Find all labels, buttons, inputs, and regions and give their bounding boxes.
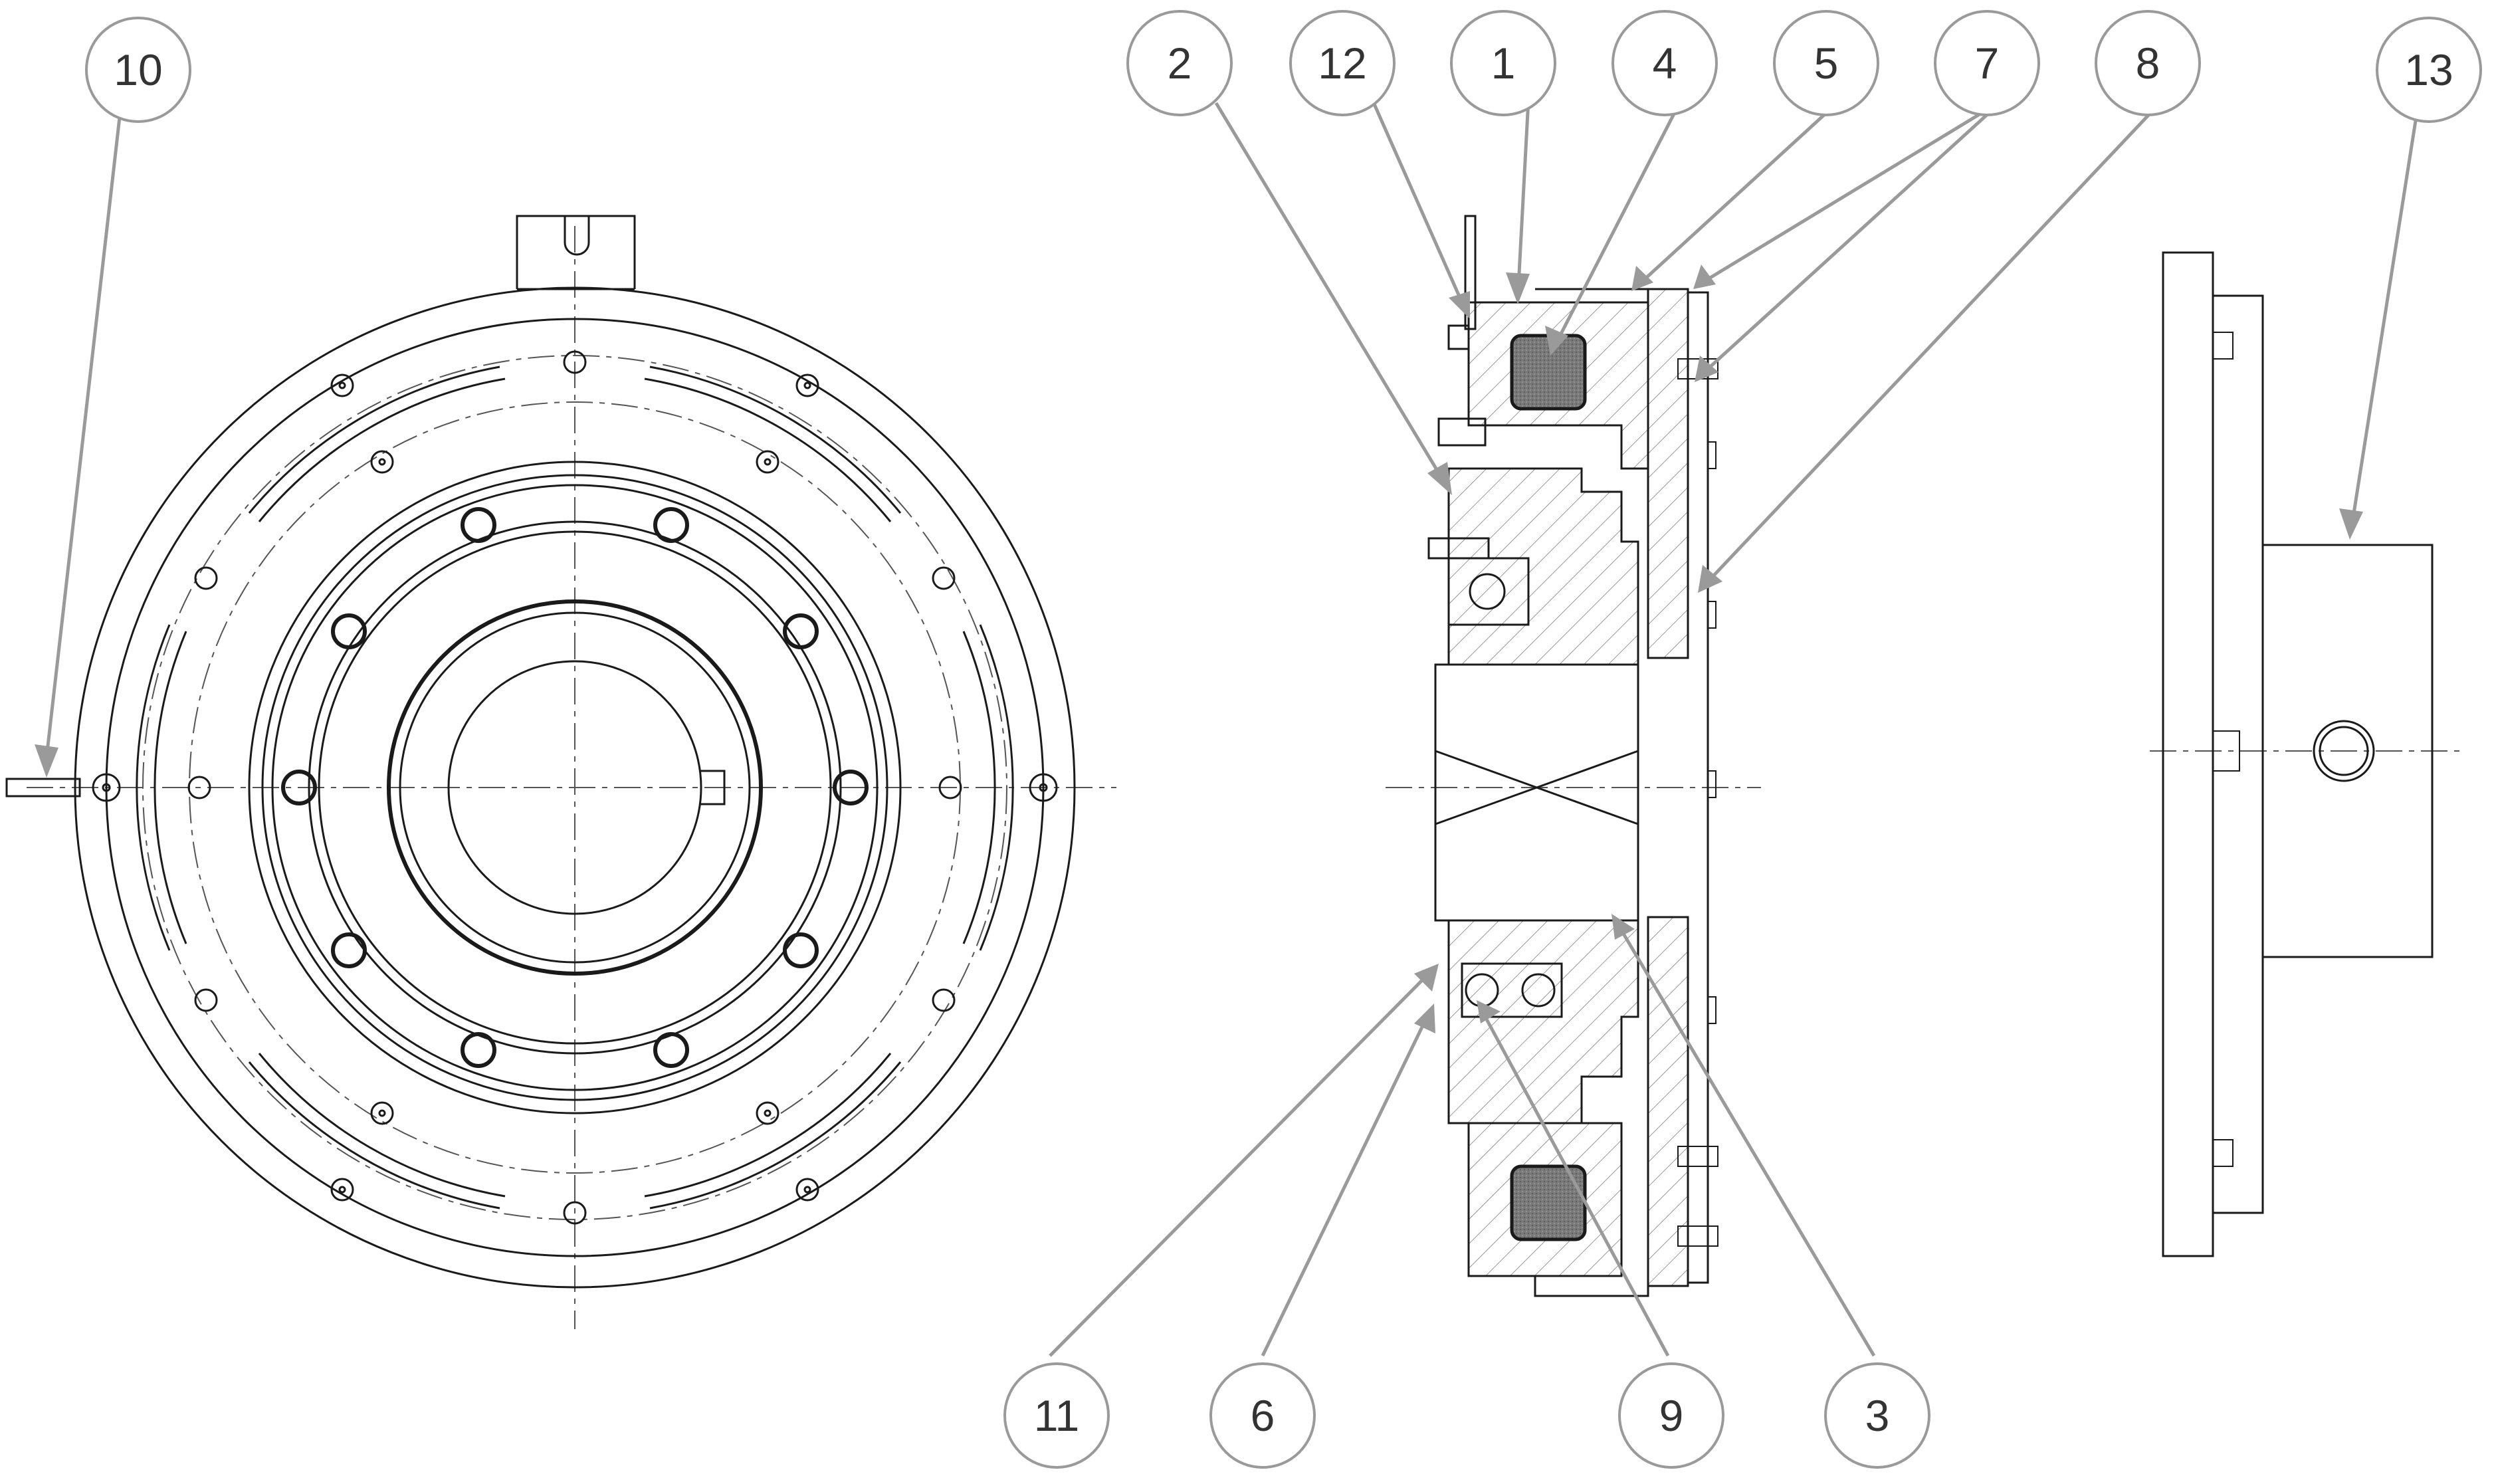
callout-7: 7: [1934, 10, 2040, 116]
callout-5-label: 5: [1814, 39, 1839, 88]
callout-13: 13: [2376, 17, 2482, 123]
callout-6: 6: [1209, 1362, 1316, 1469]
section-view: [1386, 215, 1761, 1297]
callout-8: 8: [2095, 10, 2201, 116]
callout-6-label: 6: [1251, 1391, 1275, 1440]
callout-3-label: 3: [1865, 1391, 1890, 1440]
callout-4-label: 4: [1653, 39, 1677, 88]
callout-12-label: 12: [1318, 39, 1366, 88]
callout-2-label: 2: [1168, 39, 1192, 88]
callout-11: 11: [1003, 1362, 1110, 1469]
callout-12: 12: [1289, 10, 1396, 116]
callout-10-label: 10: [114, 45, 162, 94]
callout-4: 4: [1611, 10, 1718, 116]
callout-2: 2: [1126, 10, 1233, 116]
callout-11-label: 11: [1034, 1391, 1080, 1440]
callout-9: 9: [1618, 1362, 1724, 1469]
callout-13-label: 13: [2404, 45, 2453, 94]
front-view: [5, 215, 1116, 1329]
callout-10: 10: [85, 17, 191, 123]
callout-9-label: 9: [1659, 1391, 1684, 1440]
side-view: [2150, 251, 2462, 1257]
callout-7-label: 7: [1975, 39, 2000, 88]
callout-5: 5: [1773, 10, 1879, 116]
callout-3: 3: [1824, 1362, 1930, 1469]
callout-1-label: 1: [1491, 39, 1516, 88]
callout-8-label: 8: [2136, 39, 2160, 88]
leader-lines: [35, 98, 2421, 1357]
callout-1: 1: [1450, 10, 1556, 116]
